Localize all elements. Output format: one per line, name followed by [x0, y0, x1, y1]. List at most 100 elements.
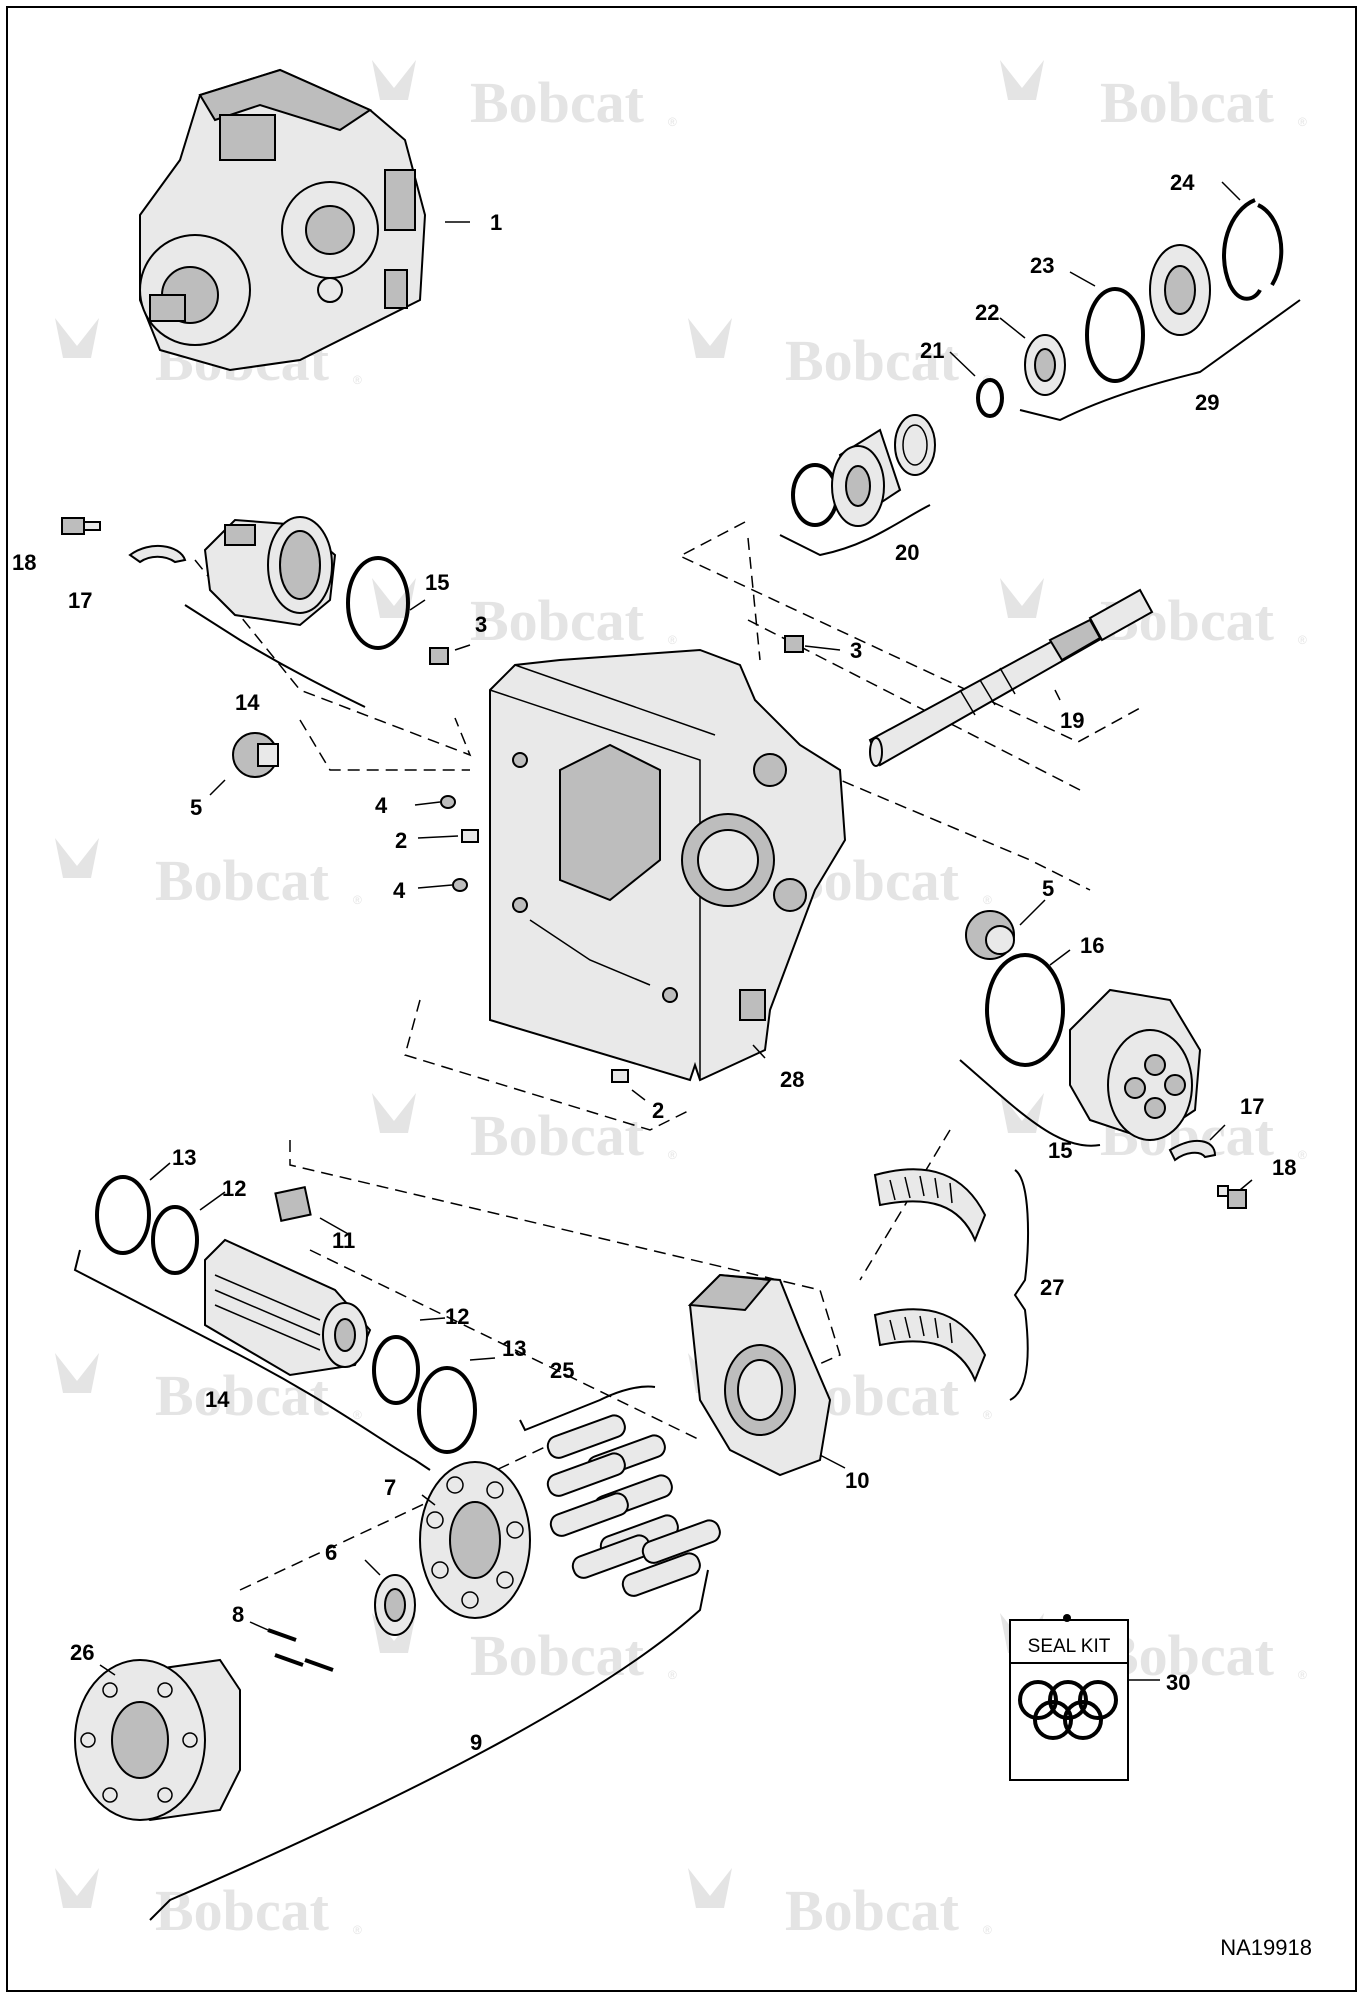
servo-piston-upper — [203, 516, 337, 627]
callout-22: 22 — [975, 300, 999, 325]
bobcat-logo-icon — [55, 1353, 99, 1393]
spherical-bushing — [374, 1574, 416, 1636]
plug-small — [452, 878, 468, 892]
dowel-pin — [461, 829, 479, 843]
bobcat-logo-icon — [55, 318, 99, 358]
callout-12: 12 — [222, 1176, 246, 1201]
svg-text:®: ® — [1298, 1668, 1307, 1682]
callout-13-lower: 13 — [502, 1336, 526, 1361]
callout-3-right: 3 — [850, 638, 862, 663]
callout-6: 6 — [325, 1540, 337, 1565]
watermark: Bobcat® — [1000, 578, 1307, 653]
callout-30: 30 — [1166, 1670, 1190, 1695]
callout-2-lower: 2 — [652, 1098, 664, 1123]
seal-kit-card: SEAL KIT — [1009, 1614, 1129, 1781]
svg-text:®: ® — [983, 1923, 992, 1937]
svg-text:®: ® — [353, 373, 362, 387]
group-braces — [73, 299, 1301, 1921]
seal-o-ring — [1085, 287, 1145, 383]
bobcat-logo-icon — [372, 1613, 416, 1653]
callout-15: 15 — [425, 570, 449, 595]
complete-pump-assembly — [139, 68, 427, 372]
watermark: Bobcat ® — [55, 1868, 362, 1943]
svg-text:Bobcat: Bobcat — [155, 848, 330, 913]
bobcat-logo-icon — [1000, 1093, 1044, 1133]
callout-2: 2 — [395, 828, 407, 853]
callout-11: 11 — [332, 1228, 355, 1253]
brace-14-lower — [73, 1249, 431, 1471]
servo-o-ring — [346, 556, 410, 650]
orifice-plug — [429, 647, 449, 665]
callout-18-right: 18 — [1272, 1155, 1296, 1180]
cylinder-pins — [267, 1628, 334, 1672]
servo-o-ring — [417, 1366, 477, 1454]
callout-4: 4 — [375, 793, 388, 818]
callout-24: 24 — [1170, 170, 1195, 195]
svg-text:Bobcat: Bobcat — [470, 1103, 645, 1168]
bobcat-logo-icon — [688, 1868, 732, 1908]
svg-text:Bobcat: Bobcat — [785, 328, 960, 393]
backup-ring — [151, 1205, 199, 1275]
callout-10: 10 — [845, 1468, 869, 1493]
svg-text:®: ® — [353, 1408, 362, 1422]
orifice-plug — [784, 635, 804, 653]
svg-text:Bobcat: Bobcat — [155, 1878, 330, 1943]
bobcat-logo-icon — [372, 578, 416, 618]
callout-13: 13 — [172, 1145, 196, 1170]
callouts: 1 24 23 22 21 29 20 18 17 15 3 3 14 19 5… — [12, 170, 1296, 1755]
bobcat-logo-icon — [1000, 578, 1044, 618]
svg-text:Bobcat: Bobcat — [470, 70, 645, 135]
callout-15-right: 15 — [1048, 1138, 1072, 1163]
port-plug — [965, 910, 1015, 960]
seal-carrier — [1149, 244, 1211, 336]
cylinder-block — [74, 1658, 241, 1822]
callout-14: 14 — [235, 690, 260, 715]
svg-text:®: ® — [353, 1923, 362, 1937]
plug-small — [440, 795, 456, 809]
callout-4-lower: 4 — [393, 878, 406, 903]
cradle-bearing — [873, 1168, 987, 1243]
svg-text:Bobcat: Bobcat — [470, 1623, 645, 1688]
piston-set — [546, 1414, 721, 1597]
servo-o-ring — [985, 953, 1065, 1067]
locking-clip — [128, 544, 187, 564]
brace-20 — [779, 504, 931, 557]
watermark: Bobcat® — [688, 318, 992, 393]
watermark: Bobcat® — [688, 1868, 992, 1943]
servo-o-ring — [95, 1175, 151, 1255]
seal-kit-label: SEAL KIT — [1028, 1636, 1111, 1657]
bearing-kit — [791, 414, 936, 527]
svg-text:®: ® — [668, 1148, 677, 1162]
callout-17-right: 17 — [1240, 1094, 1264, 1119]
svg-text:®: ® — [1298, 633, 1307, 647]
callout-14-lower: 14 — [205, 1387, 230, 1412]
watermark: Bobcat® — [372, 578, 677, 653]
callout-17: 17 — [68, 588, 92, 613]
svg-text:®: ® — [1298, 1148, 1307, 1162]
pump-input-shaft — [149, 294, 186, 322]
callout-20: 20 — [895, 540, 919, 565]
brace-27 — [1009, 1169, 1029, 1401]
callout-25: 25 — [550, 1358, 574, 1383]
callout-23: 23 — [1030, 253, 1054, 278]
svg-text:Bobcat: Bobcat — [1100, 70, 1275, 135]
pump-valve-block — [219, 114, 276, 161]
callout-26: 26 — [70, 1640, 94, 1665]
snap-ring — [1222, 198, 1284, 301]
bobcat-logo-icon — [688, 318, 732, 358]
watermark: Bobcat® — [55, 838, 362, 913]
retainer-plate — [419, 1461, 531, 1619]
brace-29 — [1019, 299, 1301, 422]
callout-12-lower: 12 — [445, 1304, 469, 1329]
callout-3: 3 — [475, 612, 487, 637]
watermark: Bobcat ® — [372, 1093, 677, 1168]
servo-piston-lower — [1069, 988, 1202, 1142]
callout-18: 18 — [12, 550, 36, 575]
drawing-number: NA19918 — [1220, 1935, 1312, 1960]
watermark: Bobcat® — [372, 1613, 677, 1688]
brace-25 — [519, 1385, 656, 1432]
svg-text:Bobcat: Bobcat — [1100, 1623, 1275, 1688]
shaft-seal — [1024, 334, 1066, 396]
svg-text:®: ® — [983, 1408, 992, 1422]
brace-14 — [184, 604, 366, 708]
